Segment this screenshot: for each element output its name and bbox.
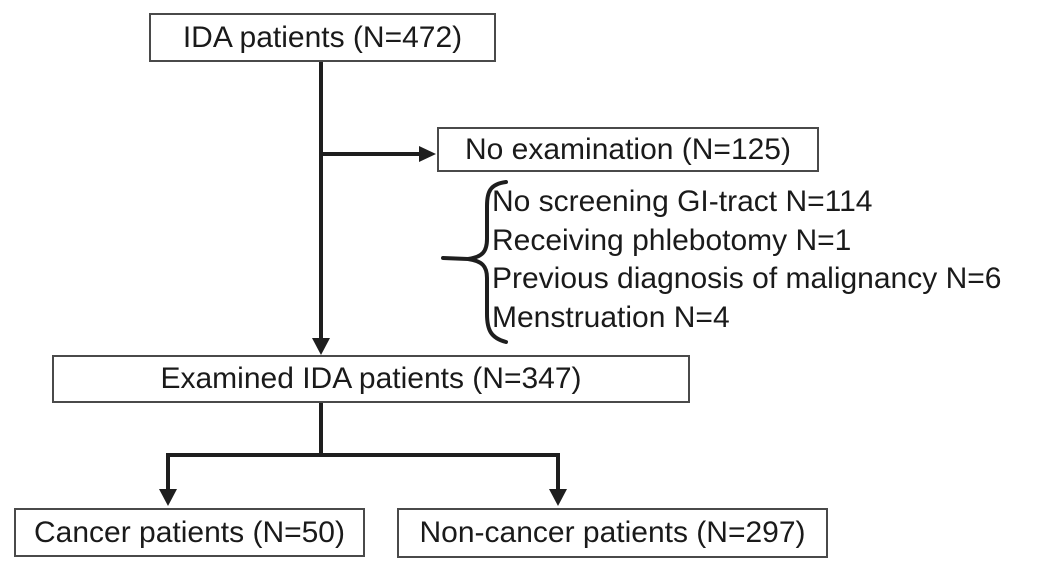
node-non-cancer-patients: Non-cancer patients (N=297) <box>397 508 828 558</box>
node-examined-ida-patients: Examined IDA patients (N=347) <box>52 355 690 403</box>
exclusion-reason-item: No screening GI-tract N=114 <box>492 185 873 218</box>
exclusion-reason-list: No screening GI-tract N=114 Receiving ph… <box>492 183 1001 337</box>
split-left-arrow-head-icon <box>159 489 177 506</box>
node-non-cancer-patients-label: Non-cancer patients (N=297) <box>419 516 806 549</box>
node-examined-ida-patients-label: Examined IDA patients (N=347) <box>160 362 582 395</box>
node-no-examination-label: No examination (N=125) <box>464 132 791 166</box>
node-cancer-patients: Cancer patients (N=50) <box>14 508 365 557</box>
arrow-trunk-head-icon <box>312 338 330 355</box>
exclusion-reason-item: Receiving phlebotomy N=1 <box>492 223 852 257</box>
split-right-arrow-head-icon <box>549 489 567 506</box>
node-no-examination: No examination (N=125) <box>437 127 819 172</box>
node-cancer-patients-label: Cancer patients (N=50) <box>34 515 345 549</box>
exclusion-reason-item: Menstruation N=4 <box>492 300 730 334</box>
exclusion-reason-item: Previous diagnosis of malignancy N=6 <box>492 262 1002 295</box>
curly-brace-tail-line <box>441 256 470 261</box>
node-ida-patients-label: IDA patients (N=472) <box>182 20 463 54</box>
node-ida-patients: IDA patients (N=472) <box>149 13 496 62</box>
arrow-branch-head-icon <box>419 146 436 162</box>
